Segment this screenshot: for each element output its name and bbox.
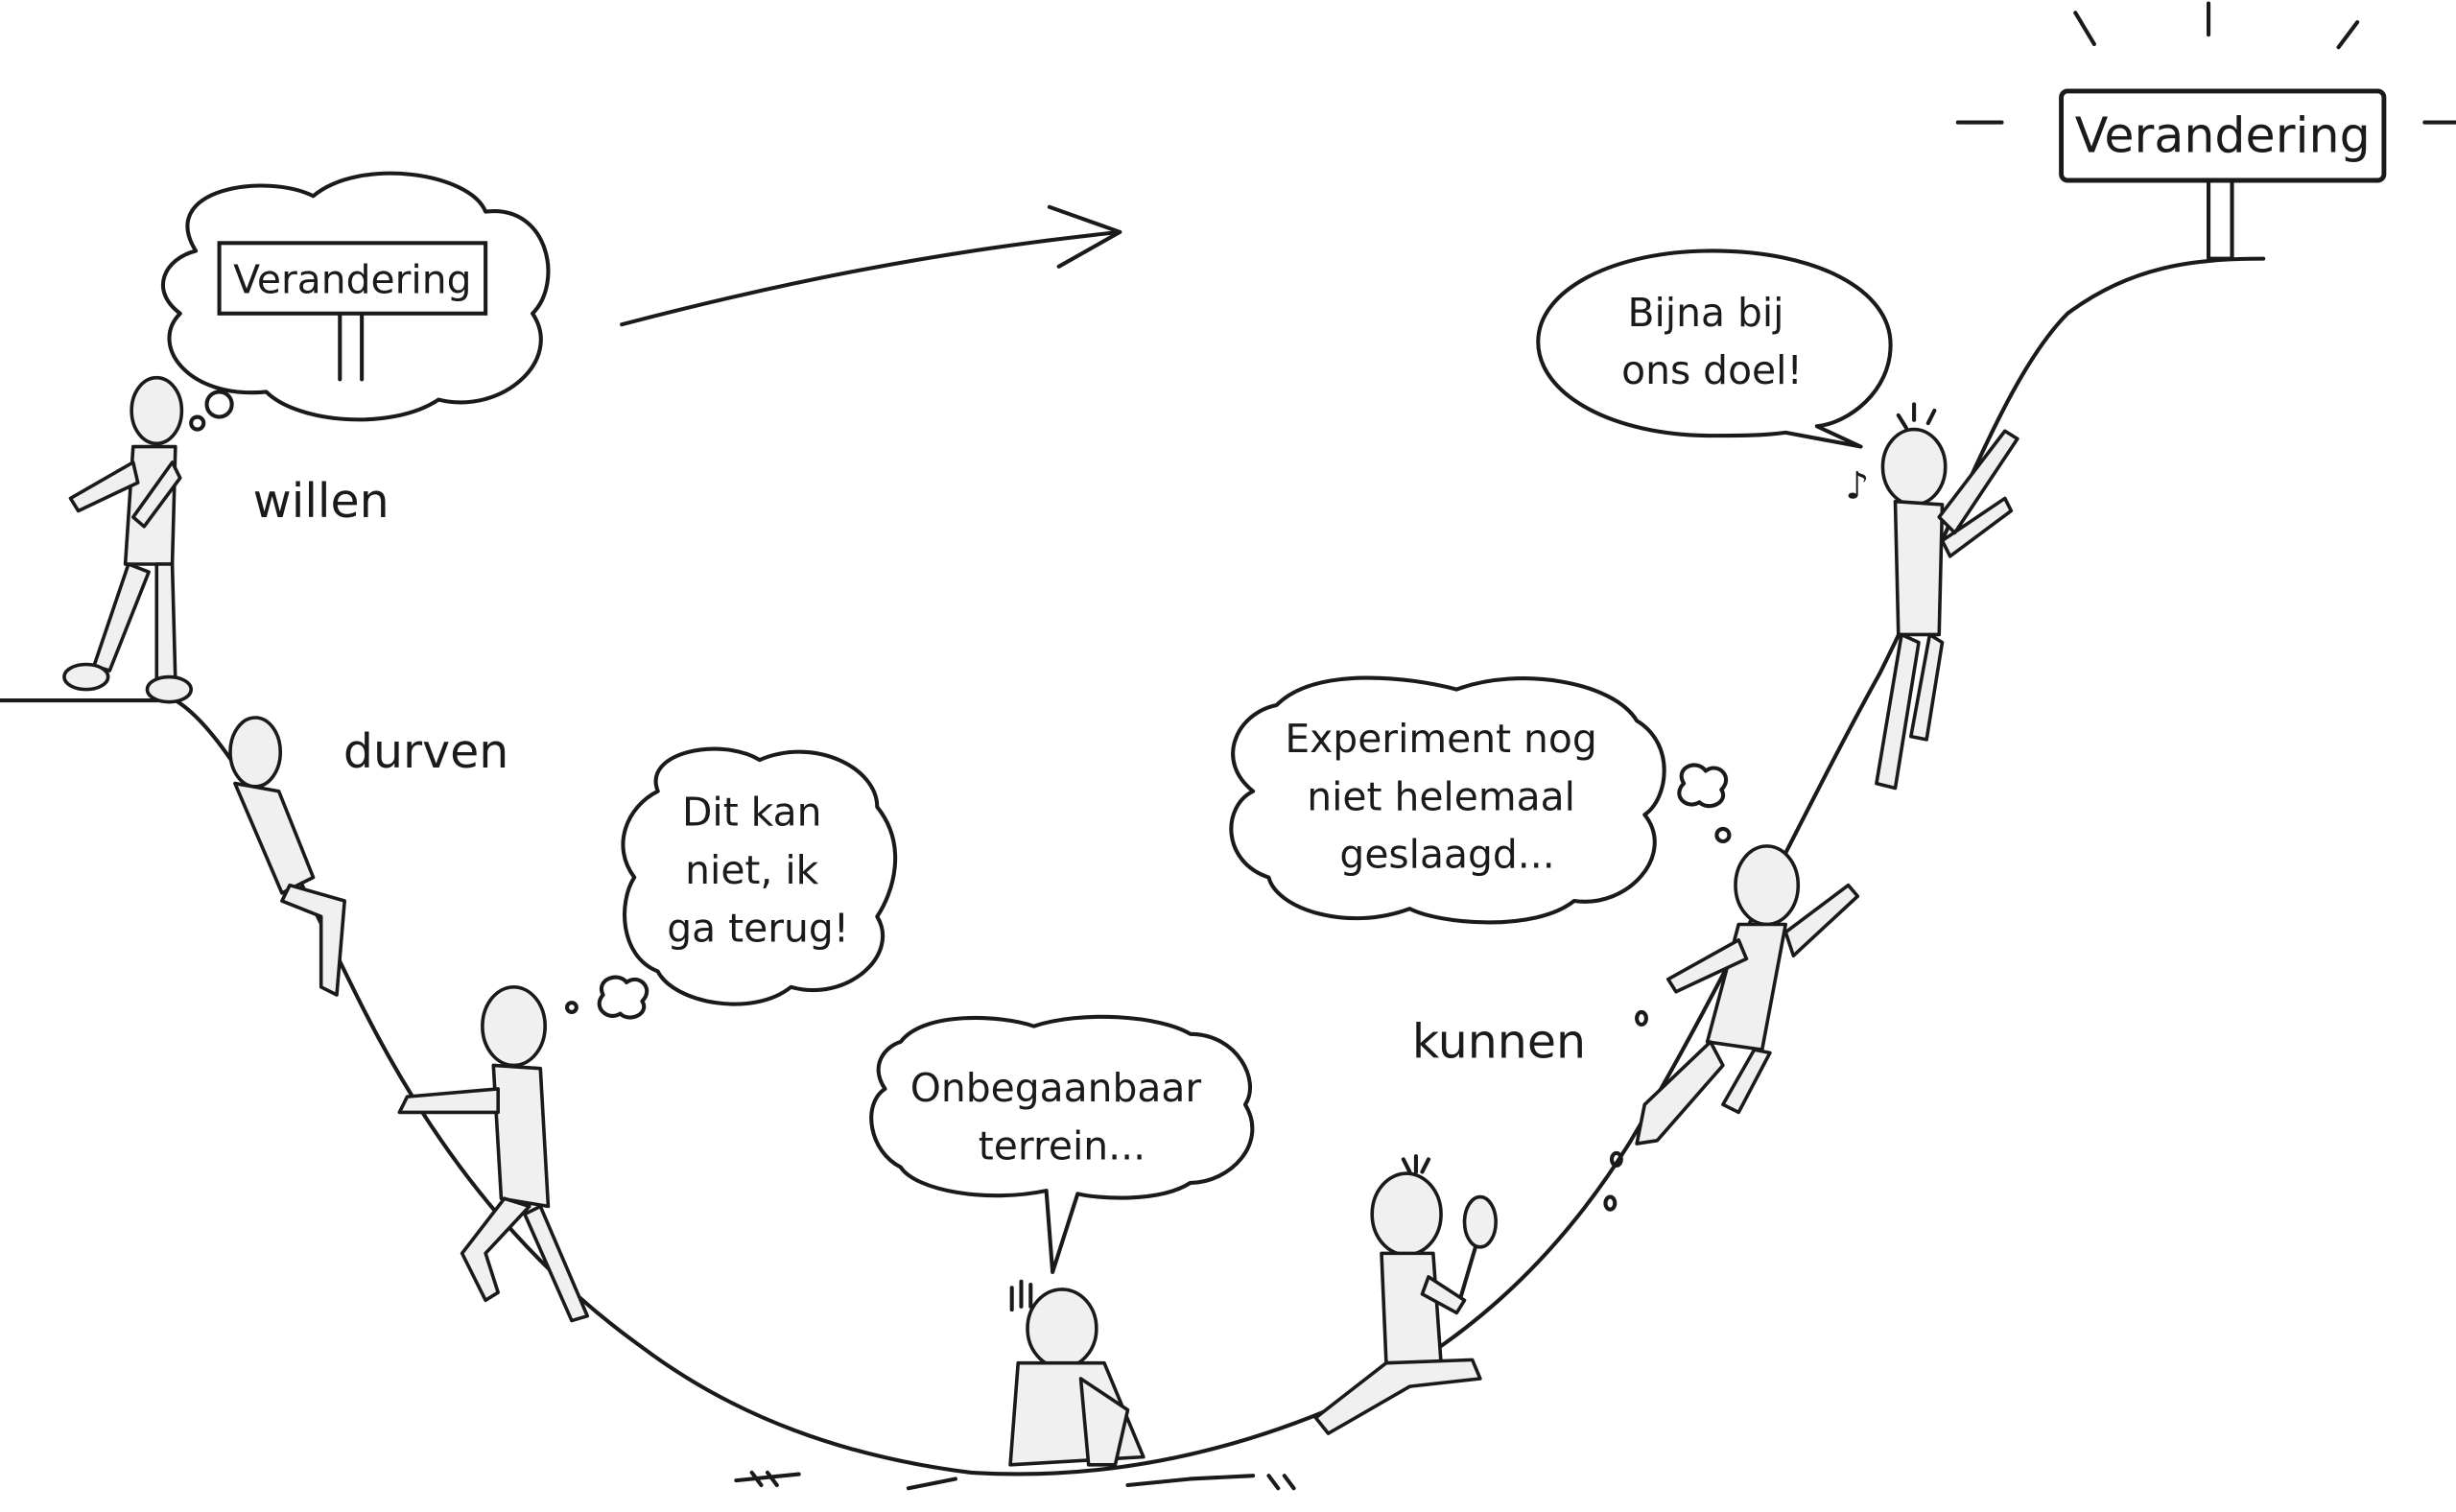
figure-durven xyxy=(228,716,346,997)
svg-text:Bijna bij ons doel!: Bijna bij ons doel! xyxy=(1621,290,1803,393)
stage-label-willen: willen xyxy=(253,474,390,529)
stage-label-durven: durven xyxy=(343,724,508,779)
svg-text:Dit kan niet, ik g: Dit kan niet, ik ga terug! xyxy=(667,790,849,952)
figure-climbing-back xyxy=(397,985,590,1323)
speech-bubble-onbegaanbaar: Onbegaanbaar terrein... xyxy=(869,1014,1255,1274)
thought-bubble-dit-kan-niet: Dit kan niet, ik ga terug! xyxy=(564,746,898,1020)
bubble-line: terrein... xyxy=(979,1122,1145,1169)
ground-scratches xyxy=(734,1470,1296,1491)
figure-willen xyxy=(62,375,193,704)
figure-sitting xyxy=(1008,1279,1145,1467)
figure-near-top: ♪ xyxy=(1845,402,2019,791)
svg-text:Onbegaanbaar terrein...: Onbegaanbaar terrein... xyxy=(910,1065,1214,1169)
goal-sign-label: Verandering xyxy=(2075,107,2371,164)
thought-sign-label: Verandering xyxy=(233,257,471,303)
bubble-line: niet helemaal xyxy=(1307,773,1575,819)
bubble-line: niet, ik xyxy=(685,847,819,893)
goal-sign: Verandering xyxy=(1955,1,2456,261)
stage-label-kunnen: kunnen xyxy=(1412,1014,1586,1069)
figure-magnifier xyxy=(1313,1154,1498,1435)
bubble-line: geslaagd... xyxy=(1339,832,1554,878)
bubble-line: ga terug! xyxy=(667,905,849,951)
bubble-line: Dit kan xyxy=(682,790,821,836)
thought-cloud-willen: Verandering xyxy=(160,171,551,432)
speech-bubble-bijna: Bijna bij ons doel! xyxy=(1536,248,1893,449)
bubble-line: Onbegaanbaar xyxy=(910,1065,1202,1111)
thought-bubble-experiment: Experiment nog niet helemaal geslaagd... xyxy=(1229,675,1732,925)
figure-kunnen xyxy=(1603,844,1860,1212)
progress-arrow xyxy=(620,204,1122,327)
bubble-line: ons doel! xyxy=(1621,347,1803,393)
bubble-line: Bijna bij xyxy=(1627,290,1783,336)
svg-text:Experiment nog niet hele: Experiment nog niet helemaal geslaagd... xyxy=(1285,716,1609,878)
music-note-icon: ♪ xyxy=(1845,464,1869,508)
bubble-line: Experiment nog xyxy=(1285,716,1596,762)
